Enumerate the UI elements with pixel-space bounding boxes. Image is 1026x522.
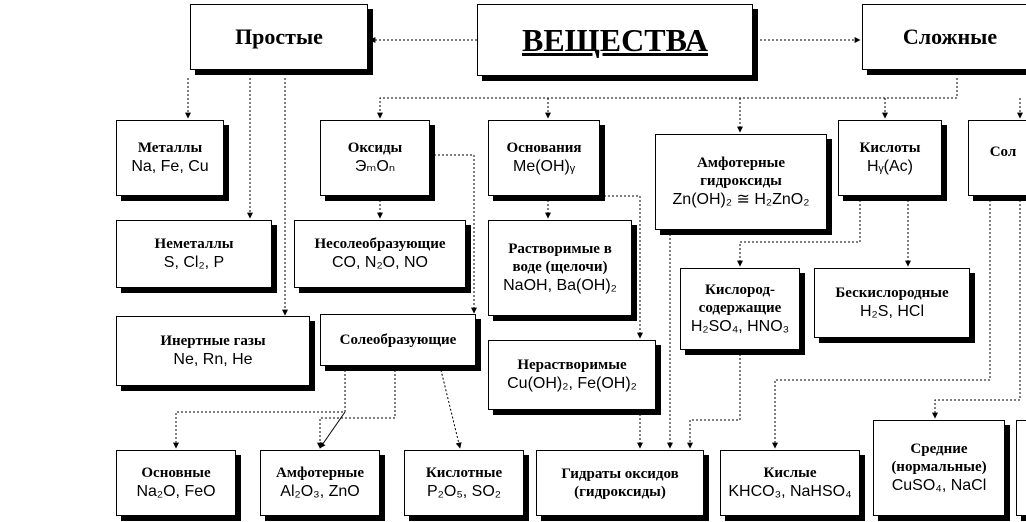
basic-oxides-title: Основные bbox=[141, 465, 211, 482]
amphoteric-hydroxides-title-line2: гидроксиды bbox=[700, 173, 782, 190]
anoxic-acids-title: Бескислородные bbox=[835, 285, 949, 302]
oxygen-acids-box: Кислород- содержащие H₂SO₄, HNO₃ bbox=[680, 268, 800, 350]
metals-title: Металлы bbox=[137, 140, 203, 157]
complex-label: Сложные bbox=[902, 23, 998, 49]
amphoteric-hydroxides-formula: Zn(OH)₂ ≅ H₂ZnO₂ bbox=[672, 191, 810, 209]
bases-title: Основания bbox=[506, 140, 582, 157]
anoxic-acids-formula: H₂S, HCl bbox=[860, 303, 924, 321]
acid-oxides-formula: P₂O₅, SO₂ bbox=[427, 483, 501, 501]
normal-salts-box: Средние (нормальные) CuSO₄, NaCl bbox=[873, 420, 1005, 516]
salt-forming-title: Солеобразующие bbox=[339, 332, 457, 348]
hydrates-box: Гидраты оксидов (гидроксиды) bbox=[536, 450, 704, 516]
complex-box: Сложные bbox=[862, 4, 1026, 70]
salts-box: Сол bbox=[968, 120, 1026, 196]
acids-title: Кислоты bbox=[859, 140, 921, 157]
oxygen-acids-title-line1: Кислород- bbox=[704, 282, 776, 299]
partial-salt-box bbox=[1016, 420, 1026, 516]
simple-box: Простые bbox=[190, 4, 368, 70]
nonmetals-formula: S, Cl₂, P bbox=[163, 254, 225, 272]
insoluble-title: Нерастворимые bbox=[517, 357, 627, 374]
oxides-formula: ЭₘOₙ bbox=[354, 158, 396, 176]
oxides-box: Оксиды ЭₘOₙ bbox=[320, 120, 430, 196]
salt-forming-box: Солеобразующие bbox=[320, 314, 476, 366]
bases-box: Основания Me(OH)ᵧ bbox=[488, 120, 600, 196]
oxygen-acids-formula: H₂SO₄, HNO₃ bbox=[690, 318, 790, 336]
simple-label: Простые bbox=[235, 23, 323, 49]
title-box: ВЕЩЕСТВА bbox=[477, 4, 753, 76]
soluble-title-line2: воде (щелочи) bbox=[512, 259, 608, 276]
soluble-title-line1: Растворимые в bbox=[508, 241, 612, 258]
non-salt-forming-formula: CO, N₂O, NO bbox=[332, 254, 428, 272]
inert-gases-box: Инертные газы Ne, Rn, He bbox=[116, 316, 310, 386]
normal-salts-title-line2: (нормальные) bbox=[891, 459, 987, 476]
acid-oxides-title: Кислотные bbox=[425, 465, 503, 482]
amphoteric-hydroxides-title-line1: Амфотерные bbox=[696, 155, 786, 172]
acid-salts-title: Кислые bbox=[763, 465, 817, 482]
normal-salts-title-line1: Средние bbox=[910, 441, 968, 458]
soluble-formula: NaOH, Ba(OH)₂ bbox=[503, 277, 617, 295]
amphoteric-oxides-box: Амфотерные Al₂O₃, ZnO bbox=[260, 450, 380, 516]
soluble-bases-box: Растворимые в воде (щелочи) NaOH, Ba(OH)… bbox=[488, 220, 632, 316]
inert-gases-title: Инертные газы bbox=[160, 333, 266, 350]
amphoteric-oxides-title: Амфотерные bbox=[275, 465, 365, 482]
hydrates-title-line1: Гидраты оксидов bbox=[561, 466, 679, 482]
acid-salts-formula: KHCO₃, NaHSO₄ bbox=[728, 483, 852, 501]
nonmetals-box: Неметаллы S, Cl₂, P bbox=[116, 220, 272, 288]
metals-box: Металлы Na, Fe, Cu bbox=[116, 120, 224, 196]
acid-oxides-box: Кислотные P₂O₅, SO₂ bbox=[404, 450, 524, 516]
amphoteric-hydroxides-box: Амфотерные гидроксиды Zn(OH)₂ ≅ H₂ZnO₂ bbox=[655, 134, 827, 230]
non-salt-forming-box: Несолеобразующие CO, N₂O, NO bbox=[294, 220, 466, 288]
nonmetals-title: Неметаллы bbox=[154, 236, 234, 253]
non-salt-forming-title: Несолеобразующие bbox=[314, 236, 446, 253]
acids-formula: Hᵧ(Ac) bbox=[866, 158, 914, 176]
metals-formula: Na, Fe, Cu bbox=[131, 158, 209, 176]
oxygen-acids-title-line2: содержащие bbox=[698, 300, 782, 317]
anoxic-acids-box: Бескислородные H₂S, HCl bbox=[814, 268, 970, 338]
hydrates-title-line2: (гидроксиды) bbox=[574, 484, 666, 500]
amphoteric-oxides-formula: Al₂O₃, ZnO bbox=[280, 483, 360, 501]
acid-salts-box: Кислые KHCO₃, NaHSO₄ bbox=[720, 450, 860, 516]
diagram-title: ВЕЩЕСТВА bbox=[521, 21, 709, 58]
basic-oxides-box: Основные Na₂O, FeO bbox=[116, 450, 236, 516]
acids-box: Кислоты Hᵧ(Ac) bbox=[838, 120, 942, 196]
inert-gases-formula: Ne, Rn, He bbox=[173, 351, 253, 369]
bases-formula: Me(OH)ᵧ bbox=[512, 158, 576, 176]
normal-salts-formula: CuSO₄, NaCl bbox=[891, 477, 987, 495]
oxides-title: Оксиды bbox=[347, 140, 403, 157]
insoluble-formula: Cu(OH)₂, Fe(OH)₂ bbox=[507, 375, 637, 393]
basic-oxides-formula: Na₂O, FeO bbox=[136, 483, 216, 501]
insoluble-bases-box: Нерастворимые Cu(OH)₂, Fe(OH)₂ bbox=[488, 340, 656, 410]
salts-title: Сол bbox=[989, 144, 1017, 160]
